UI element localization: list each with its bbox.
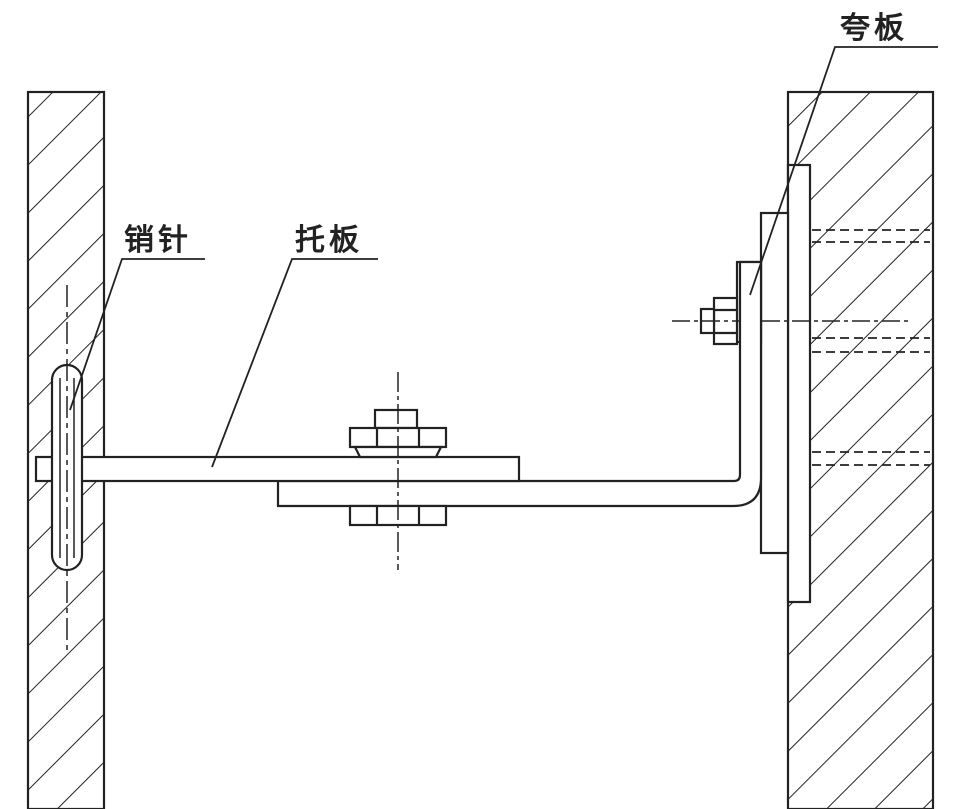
span-plate-label: 夸板 <box>840 11 908 46</box>
pin <box>50 363 84 572</box>
embedded-plate <box>786 163 812 604</box>
right-structural-wall <box>786 90 935 809</box>
bracket-leader <box>211 258 378 468</box>
pin-leader <box>69 258 205 411</box>
anchor-holes <box>812 229 930 466</box>
bracket-bolt <box>348 408 448 527</box>
span-plate-leader <box>749 46 938 296</box>
span-plate <box>759 211 790 555</box>
pin-plate <box>34 455 521 483</box>
bracket-label: 托板 <box>295 223 363 258</box>
leader-lines <box>69 46 938 468</box>
pin-label: 销针 <box>124 223 192 258</box>
